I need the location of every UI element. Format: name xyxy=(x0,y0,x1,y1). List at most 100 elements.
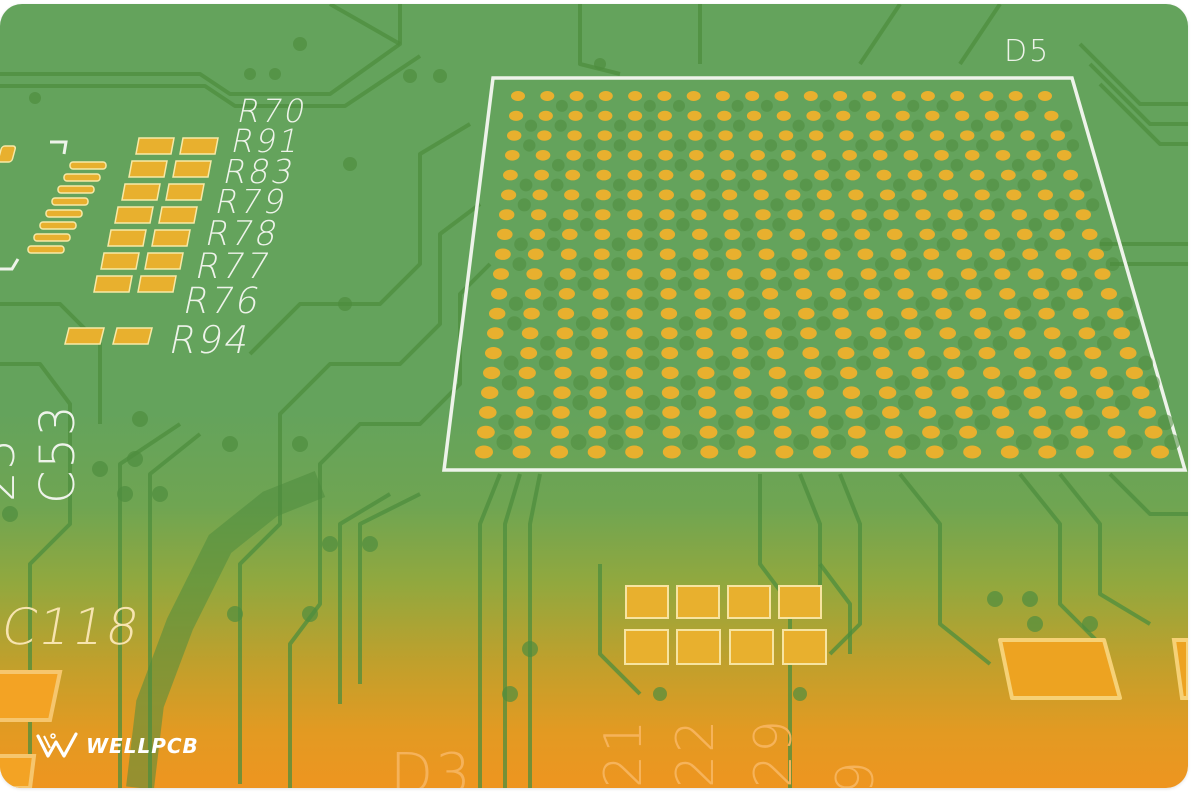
bga-ball xyxy=(659,228,676,240)
via xyxy=(978,276,993,291)
bga-ball xyxy=(763,307,781,320)
bga-ball xyxy=(888,445,907,459)
via xyxy=(731,99,744,112)
bga-ball xyxy=(765,327,782,340)
bga-ball xyxy=(938,169,954,181)
bga-ball xyxy=(483,366,501,380)
bga-ball xyxy=(657,110,672,121)
bga-ball xyxy=(803,91,818,101)
bga-ball xyxy=(1027,268,1044,280)
bga-ball xyxy=(879,189,896,201)
via xyxy=(844,276,859,291)
bga-ball xyxy=(477,425,495,439)
bga-ball xyxy=(1044,110,1059,121)
via xyxy=(496,434,513,450)
bga-ball xyxy=(626,307,643,320)
bga-ball xyxy=(595,209,611,221)
bga-ball xyxy=(1004,307,1021,320)
via xyxy=(809,257,823,271)
bga-ball xyxy=(1037,189,1053,201)
via xyxy=(816,316,831,331)
bga-ball xyxy=(745,91,760,101)
bga-ball xyxy=(989,248,1006,260)
bga-ball xyxy=(531,209,547,221)
bga-ball xyxy=(626,268,643,280)
bga-ball xyxy=(593,248,610,260)
bga-ball xyxy=(722,189,738,201)
bga-ball xyxy=(883,209,899,221)
bga-ball xyxy=(1056,150,1072,161)
bga-ball xyxy=(837,347,855,360)
via xyxy=(534,414,551,431)
bga-ball xyxy=(1075,445,1094,459)
bga-footprint-d5 xyxy=(442,76,1188,472)
via xyxy=(548,217,562,232)
bga-ball xyxy=(1113,327,1130,340)
bga-ball xyxy=(557,307,575,320)
bga-ball xyxy=(1049,228,1065,240)
via xyxy=(578,257,593,271)
bga-ball xyxy=(1043,209,1060,221)
bga-ball xyxy=(534,169,549,181)
via xyxy=(609,355,625,371)
bga-ball xyxy=(725,248,742,260)
bga-ball xyxy=(660,307,678,320)
via xyxy=(503,355,519,371)
bga-ball xyxy=(875,366,894,380)
via xyxy=(964,217,978,232)
bga-ball xyxy=(835,327,852,340)
via xyxy=(644,276,659,291)
via xyxy=(1017,178,1031,192)
bga-ball xyxy=(983,366,1001,380)
bga-ball xyxy=(691,209,707,221)
via xyxy=(793,434,810,450)
via xyxy=(542,296,558,311)
bga-ball xyxy=(925,110,940,121)
via xyxy=(709,237,723,252)
bga-ball xyxy=(842,386,861,400)
bga-ball xyxy=(538,110,553,121)
via xyxy=(919,158,933,172)
bga-ball xyxy=(915,209,931,221)
bga-ball xyxy=(840,366,858,380)
via xyxy=(898,394,914,411)
bga-ball xyxy=(729,307,746,320)
via xyxy=(644,158,657,172)
bga-ball xyxy=(1016,228,1033,240)
bga-ball xyxy=(1081,228,1098,240)
via xyxy=(778,276,792,291)
bga-ball xyxy=(1096,386,1114,400)
bga-ball xyxy=(479,406,497,419)
via xyxy=(848,99,861,112)
via xyxy=(856,355,871,371)
bga-ball xyxy=(512,445,531,459)
bga-ball xyxy=(758,248,775,260)
via xyxy=(710,257,724,271)
bga-ball xyxy=(594,228,611,240)
bga-ball xyxy=(809,130,824,141)
via xyxy=(1060,119,1073,132)
bga-ball xyxy=(1138,406,1156,419)
bga-ball xyxy=(627,169,643,181)
via xyxy=(707,198,721,212)
via xyxy=(1017,296,1032,311)
bga-ball xyxy=(625,425,644,439)
bga-ball xyxy=(878,386,897,400)
bga-ball xyxy=(899,130,914,141)
bga-ball xyxy=(1125,366,1143,380)
via xyxy=(680,394,697,411)
via xyxy=(673,99,685,112)
via xyxy=(611,237,626,252)
bga-ball xyxy=(773,425,792,439)
bga-ball xyxy=(934,150,949,161)
bga-ball xyxy=(1018,366,1036,380)
bga-ball xyxy=(1050,130,1066,141)
bga-ball xyxy=(692,248,709,260)
via xyxy=(546,237,561,252)
via xyxy=(644,394,661,411)
via xyxy=(970,119,984,132)
bga-ball xyxy=(625,445,644,459)
bga-ball xyxy=(746,110,762,121)
bga-ball xyxy=(848,189,864,201)
bga-ball xyxy=(514,425,532,439)
